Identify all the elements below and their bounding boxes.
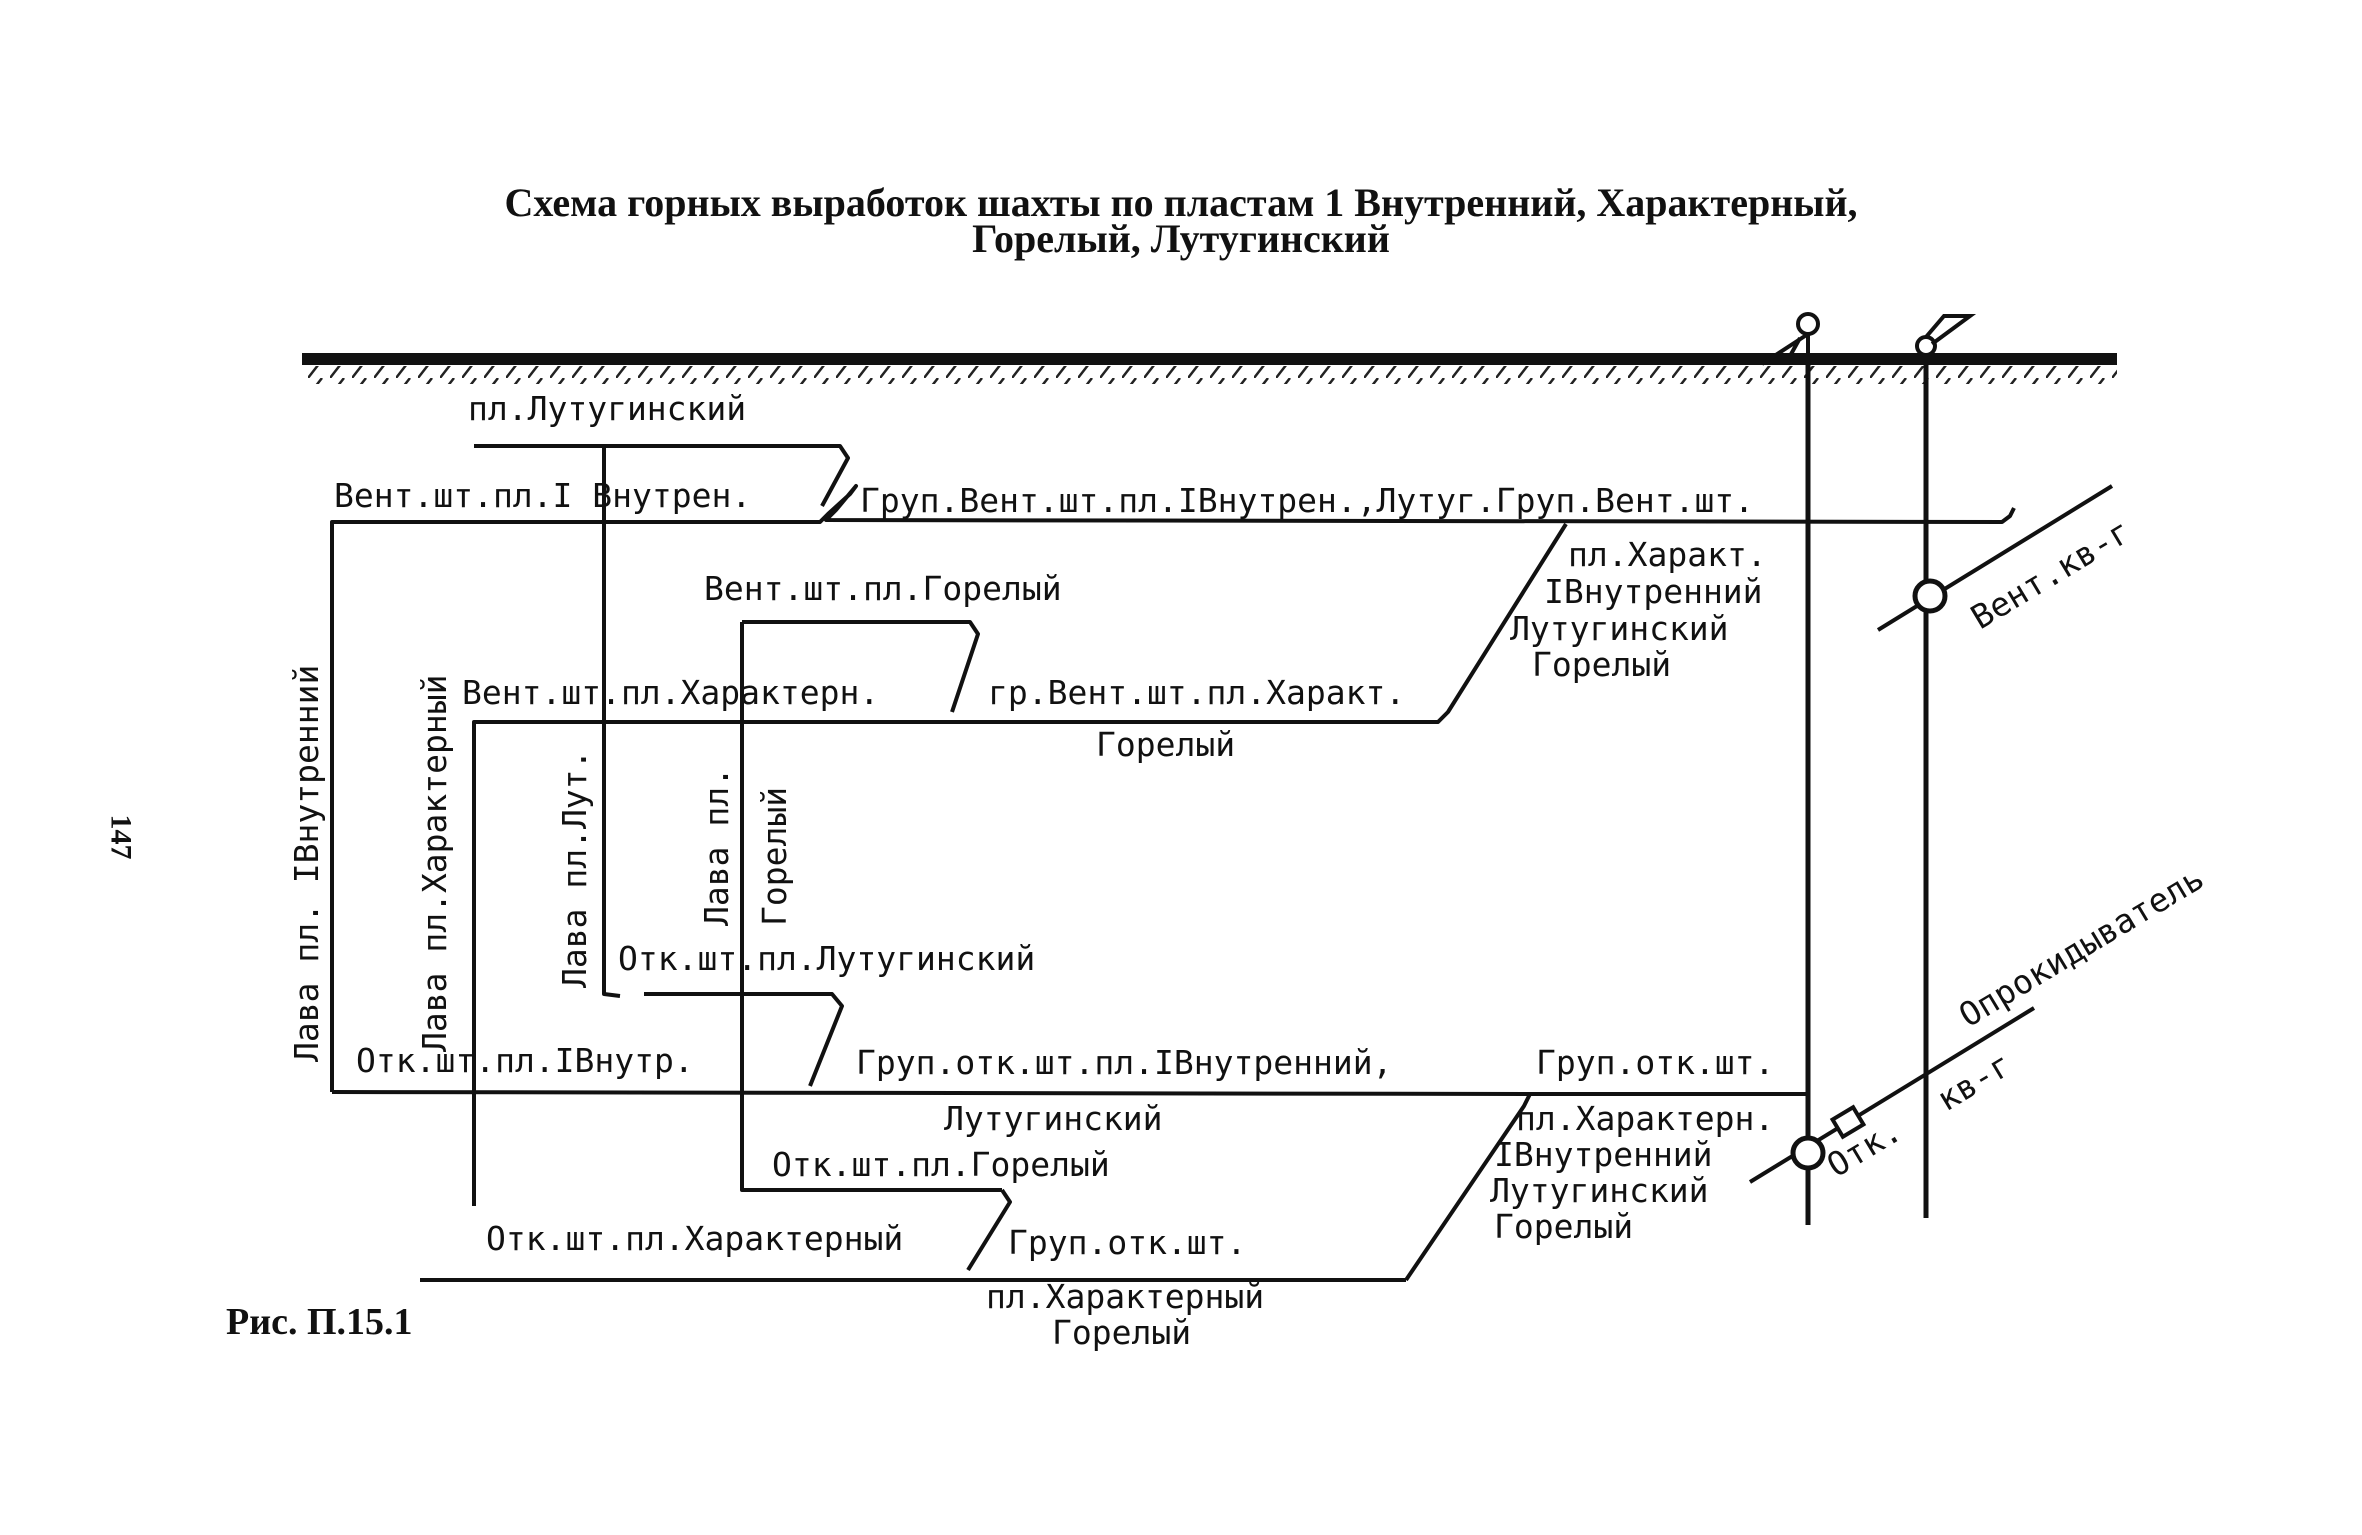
vent-shaft-headframe-icon bbox=[1760, 312, 1820, 366]
label-seams-otk-4: Горелый bbox=[1494, 1207, 1633, 1246]
label-lutug-under: Лутугинский bbox=[944, 1099, 1163, 1138]
label-otk-lutug: Отк.шт.пл.Лутугинский bbox=[618, 939, 1035, 978]
label-harakt-under: пл.Характерный bbox=[986, 1277, 1264, 1316]
vent-drift-gorely-line bbox=[742, 620, 980, 713]
label-seams-otk-1: пл.Характерн. bbox=[1516, 1099, 1774, 1138]
label-seams-otk-3: Лутугинский bbox=[1490, 1171, 1709, 1210]
vent-drift-1vnutr-line bbox=[330, 484, 2016, 1092]
vent-drift-harakt-line bbox=[472, 522, 1568, 1206]
label-lava-lut: Лава пл.Лут. bbox=[555, 750, 594, 988]
scheme-title-line-2: Горелый, Лутугинский bbox=[972, 216, 1390, 261]
label-seams-vent-2: IВнутренний bbox=[1544, 572, 1763, 611]
label-seams-vent-4: Горелый bbox=[1532, 645, 1671, 684]
ground-surface bbox=[302, 353, 2117, 384]
label-gr-vent-harakt: гр.Вент.шт.пл.Характ. bbox=[988, 673, 1405, 712]
label-vent-1vnutr: Вент.шт.пл.I Внутрен. bbox=[334, 476, 751, 515]
scheme-title-line-1: Схема горных выработок шахты по пластам … bbox=[504, 180, 1858, 225]
label-seams-vent-1: пл.Характ. bbox=[1568, 535, 1767, 574]
haul-crosscut-node-icon bbox=[1790, 1135, 1826, 1171]
vent-drift-lutug-line bbox=[474, 444, 850, 507]
haul-drift-1vnutr-line bbox=[331, 1090, 1810, 1096]
skip-shaft-headframe-icon bbox=[1915, 314, 1977, 357]
label-vent-gorely: Вент.шт.пл.Горелый bbox=[704, 569, 1062, 608]
label-group-otk-right: Груп.отк.шт. bbox=[1536, 1043, 1774, 1082]
label-lava-gorely-1: Лава пл. bbox=[697, 767, 736, 926]
label-gorely-bottom: Горелый bbox=[1052, 1313, 1191, 1352]
label-otk-gorely: Отк.шт.пл.Горелый bbox=[772, 1145, 1110, 1184]
haul-drift-gorely-line bbox=[966, 1188, 1012, 1272]
lava-lutug-line bbox=[602, 446, 621, 998]
label-lava-1vnutr: Лава пл. IВнутренний bbox=[287, 665, 326, 1062]
label-seams-vent-3: Лутугинский bbox=[1510, 609, 1729, 648]
label-group-vent-main: Груп.Вент.шт.пл.IВнутрен.,Лутуг.Груп.Вен… bbox=[860, 481, 1754, 520]
label-lutug-seam: пл.Лутугинский bbox=[468, 389, 746, 428]
label-gorely-under: Горелый bbox=[1096, 725, 1235, 764]
label-vent-kv: Вент.кв-г bbox=[1964, 511, 2137, 637]
haul-drift-lutug-line bbox=[644, 992, 844, 1087]
label-group-otk-main: Груп.отк.шт.пл.IВнутренний, bbox=[856, 1043, 1392, 1082]
vent-crosscut-node-icon bbox=[1912, 578, 1948, 614]
label-otk-harakt: Отк.шт.пл.Характерный bbox=[486, 1219, 903, 1258]
label-seams-otk-2: IВнутренний bbox=[1494, 1135, 1713, 1174]
figure-caption: Рис. П.15.1 bbox=[226, 1301, 413, 1343]
label-lava-harakt: Лава пл.Характерный bbox=[415, 675, 454, 1053]
haul-drift-connector-line bbox=[1404, 1093, 1532, 1282]
lava-gorely-line bbox=[740, 622, 1002, 1192]
label-otk-1vnutr: Отк.шт.пл.IВнутр. bbox=[356, 1041, 694, 1080]
label-otk-kv-2: кв-г bbox=[1930, 1044, 2018, 1118]
label-oprokid: Опрокидыватель bbox=[1952, 858, 2211, 1035]
tippler-icon bbox=[1829, 1104, 1867, 1140]
label-group-otk-bottom: Груп.отк.шт. bbox=[1008, 1223, 1246, 1262]
label-lava-gorely-2: Горелый bbox=[755, 787, 794, 926]
label-vent-harakt: Вент.шт.пл.Характерн. bbox=[462, 673, 879, 712]
